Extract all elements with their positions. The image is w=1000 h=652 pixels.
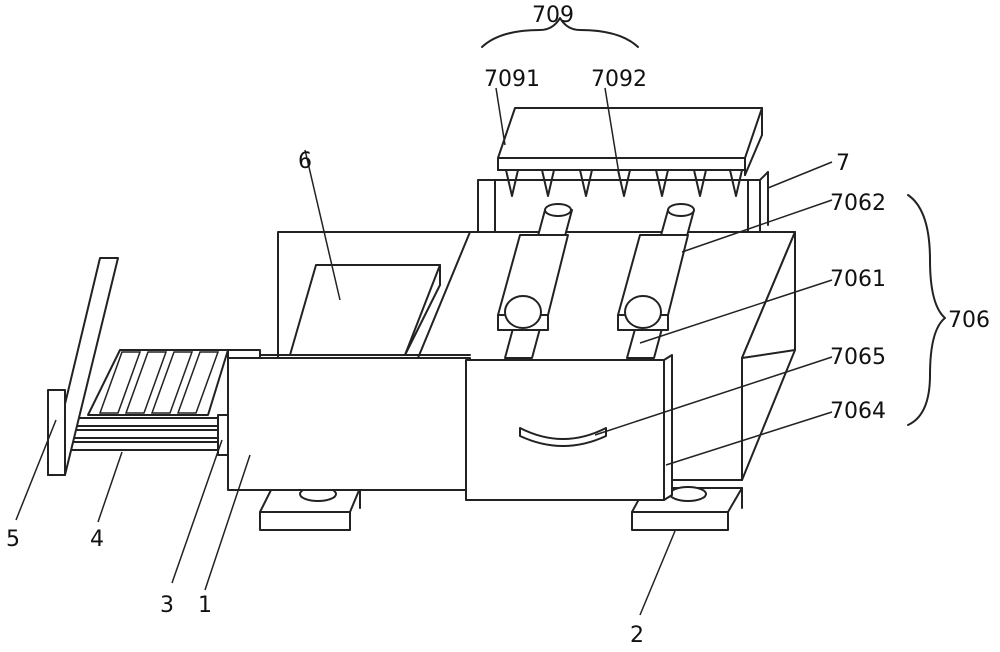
drawer-handle [519, 427, 607, 447]
drawer [465, 354, 673, 501]
label-1: 1 [198, 593, 212, 618]
label-6: 6 [298, 149, 312, 174]
part-labels: 709 7091 7092 7 7062 6 7061 706 7065 706… [6, 3, 990, 648]
label-7: 7 [836, 151, 850, 176]
baffle-plate [47, 257, 119, 476]
label-3: 3 [160, 593, 174, 618]
right-open-side [741, 231, 796, 481]
comb-assembly [497, 107, 763, 197]
label-7092: 7092 [591, 67, 647, 92]
hopper [289, 264, 441, 356]
label-5: 5 [6, 527, 20, 552]
label-2: 2 [630, 623, 644, 648]
label-4: 4 [90, 527, 104, 552]
label-7062: 7062 [830, 191, 886, 216]
front-body [227, 354, 471, 491]
label-706: 706 [948, 308, 990, 333]
roller-slats [98, 351, 220, 414]
support-feet [259, 486, 743, 531]
body-top-edge [417, 231, 471, 359]
label-7061: 7061 [830, 267, 886, 292]
comb-housing [477, 171, 769, 233]
brace-709 [481, 17, 639, 48]
label-7091: 7091 [484, 67, 540, 92]
brace-706 [907, 194, 946, 426]
label-7065: 7065 [830, 345, 886, 370]
label-709: 709 [532, 3, 574, 28]
slide-rails [61, 414, 229, 456]
roller-tray [87, 349, 261, 416]
leader-lines [15, 87, 833, 616]
sleeve-blocks [497, 234, 689, 331]
label-7064: 7064 [830, 399, 886, 424]
